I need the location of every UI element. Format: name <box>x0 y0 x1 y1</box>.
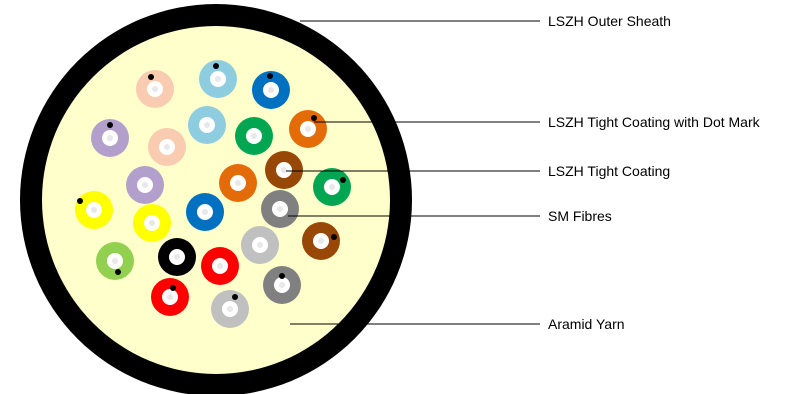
fibre-glass-centre <box>257 242 263 248</box>
fibre-glass-centre <box>91 207 97 213</box>
fibre-yellow-dot <box>75 191 113 229</box>
fibre-glass-centre <box>167 294 173 300</box>
fibre-yellow <box>133 204 171 242</box>
fibre-silver <box>241 226 279 264</box>
fibre-glass-centre <box>215 76 221 82</box>
fibre-light-blue-dot <box>199 60 237 98</box>
fibre-glass-centre <box>112 258 118 264</box>
fibre-red <box>201 247 239 285</box>
fibre-glass-centre <box>329 184 335 190</box>
fibre-glass-centre <box>268 87 274 93</box>
fibre-blue-dot <box>252 71 290 109</box>
fibre-light-blue <box>188 106 226 144</box>
fibre-glass-centre <box>202 209 208 215</box>
label-tight-coating-dot-mark: LSZH Tight Coating with Dot Mark <box>548 114 761 130</box>
fibre-glass-centre <box>227 306 233 312</box>
fibre-glass-centre <box>204 122 210 128</box>
fibre-green-dot <box>313 168 351 206</box>
fibre-glass-centre <box>174 254 180 260</box>
fibre-orange-dot <box>289 110 327 148</box>
fibre-orange <box>219 164 257 202</box>
dot-mark <box>148 74 154 80</box>
dot-mark <box>77 198 83 204</box>
dot-mark <box>279 273 285 279</box>
fibre-glass-centre <box>251 133 257 139</box>
dot-mark <box>331 234 337 240</box>
fibre-slate <box>261 190 299 228</box>
fibre-brown <box>265 151 303 189</box>
fibre-glass-centre <box>277 206 283 212</box>
dot-mark <box>267 73 273 79</box>
fibre-brown-dot <box>302 222 340 260</box>
fibre-glass-centre <box>281 167 287 173</box>
fibre-glass-centre <box>279 282 285 288</box>
fibre-group <box>75 60 351 328</box>
dot-mark <box>232 294 238 300</box>
fibre-glass-centre <box>164 144 170 150</box>
fibre-glass-centre <box>142 182 148 188</box>
fibre-violet <box>126 166 164 204</box>
dot-mark <box>340 177 346 183</box>
fibre-violet-dot <box>91 119 129 157</box>
label-aramid-yarn: Aramid Yarn <box>548 316 625 332</box>
fibre-red-dot <box>151 278 189 316</box>
label-sm-fibres: SM Fibres <box>548 208 612 224</box>
dot-mark <box>311 115 317 121</box>
dot-mark <box>213 63 219 69</box>
fibre-glass-centre <box>149 220 155 226</box>
fibre-silver-dot <box>211 290 249 328</box>
label-outer-sheath: LSZH Outer Sheath <box>548 13 671 29</box>
fibre-blue <box>186 193 224 231</box>
label-tight-coating: LSZH Tight Coating <box>548 163 670 179</box>
fibre-black <box>158 238 196 276</box>
fibre-lime-dot <box>96 242 134 280</box>
dot-mark <box>115 269 121 275</box>
dot-mark <box>107 122 113 128</box>
fibre-glass-centre <box>318 238 324 244</box>
fibre-green <box>235 117 273 155</box>
fibre-glass-centre <box>152 86 158 92</box>
fibre-peach <box>148 128 186 166</box>
fibre-glass-centre <box>305 126 311 132</box>
fibre-slate-dot <box>263 266 301 304</box>
dot-mark <box>170 285 176 291</box>
fibre-glass-centre <box>217 263 223 269</box>
fibre-glass-centre <box>235 180 241 186</box>
fibre-glass-centre <box>107 135 113 141</box>
leader-lines <box>286 20 540 325</box>
fibre-peach-dot <box>136 70 174 108</box>
